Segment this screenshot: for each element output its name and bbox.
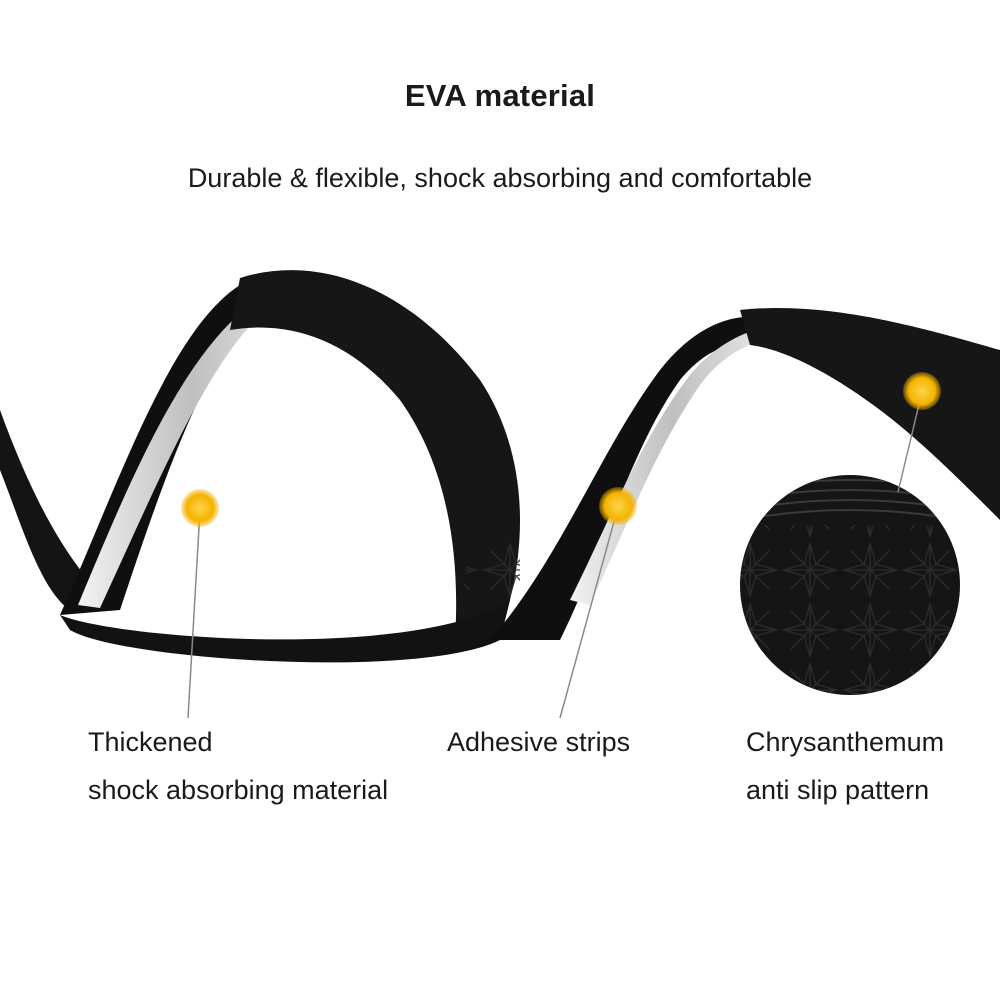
- adhesive-strip-2: [570, 325, 775, 605]
- callout-pattern-line1: Chrysanthemum: [746, 727, 945, 757]
- tape-loop-2-back: [490, 316, 780, 640]
- callout-adhesive: Adhesive strips: [447, 718, 630, 766]
- marker-dot-adhesive: [599, 487, 637, 525]
- callout-adhesive-line1: Adhesive strips: [447, 727, 631, 757]
- tape-loop-2-front: [740, 308, 1000, 520]
- marker-dot-pattern: [903, 372, 941, 410]
- callout-pattern-line2: anti slip pattern: [746, 775, 930, 805]
- page-title: EVA material: [404, 78, 596, 113]
- callout-thickened-line1: Thickened: [88, 727, 213, 757]
- marker-dot-thickened: [181, 489, 219, 527]
- tape-segment-left: [0, 410, 120, 610]
- tape-loop-1-front: [230, 270, 520, 640]
- callout-thickened: Thickened shock absorbing material: [88, 718, 388, 814]
- adhesive-strip-1: [78, 295, 305, 608]
- callout-thickened-line2: shock absorbing material: [88, 775, 389, 805]
- pattern-zoom-circle: [738, 473, 962, 697]
- callout-pattern: Chrysanthemum anti slip pattern: [746, 718, 944, 814]
- tape-bottom: [60, 600, 510, 663]
- page-subtitle: Durable & flexible, shock absorbing and …: [187, 163, 813, 193]
